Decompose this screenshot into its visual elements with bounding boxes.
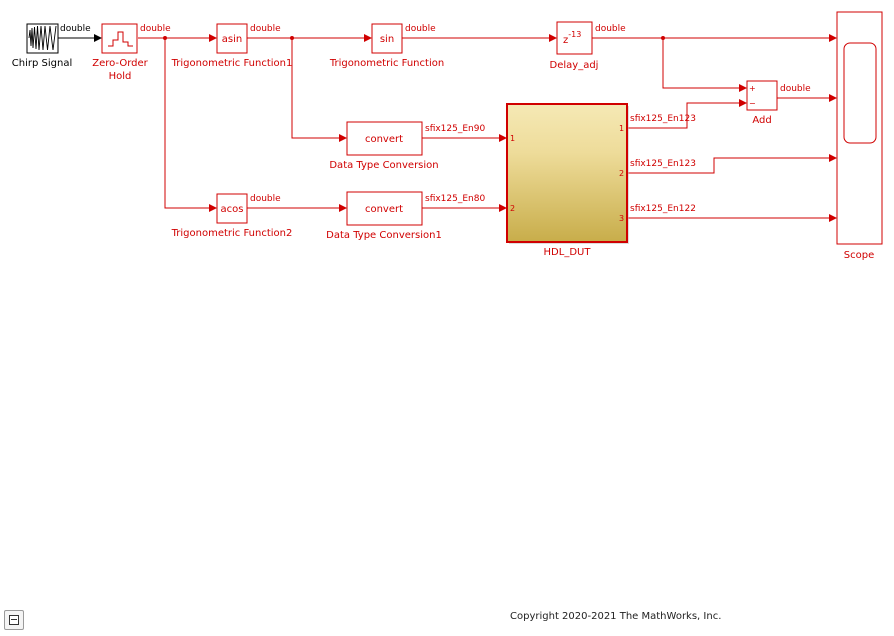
line-dut2-to-scope[interactable] bbox=[627, 157, 831, 174]
arrow-dut-in2 bbox=[499, 204, 507, 212]
data-type-conversion-label: Data Type Conversion bbox=[329, 160, 438, 171]
signal-label-asin: double bbox=[250, 24, 281, 34]
delay-adj-label: Delay_adj bbox=[550, 60, 599, 71]
arrow-add-in1 bbox=[739, 84, 747, 92]
dut-out-port-2: 2 bbox=[619, 169, 624, 178]
branch-point-asin bbox=[290, 36, 294, 40]
signal-label-delay: double bbox=[595, 24, 626, 34]
line-zoh-to-acos[interactable] bbox=[164, 38, 211, 209]
arrow-sin-in bbox=[364, 34, 372, 42]
zero-order-hold-label-line2: Hold bbox=[109, 71, 132, 82]
arrow-delay-in bbox=[549, 34, 557, 42]
delay-operator: z-13 bbox=[563, 30, 581, 46]
signal-label-zoh: double bbox=[140, 24, 171, 34]
arrow-scope-in1 bbox=[829, 34, 837, 42]
trig-function2-block[interactable]: acos bbox=[216, 193, 248, 224]
data-type-conversion1-block[interactable]: convert bbox=[346, 191, 423, 226]
arrow-scope-in3 bbox=[829, 154, 837, 162]
signal-label-add: double bbox=[780, 84, 811, 94]
arrow-dtc1-in bbox=[339, 204, 347, 212]
data-type-conversion1-label: Data Type Conversion1 bbox=[326, 230, 442, 241]
chirp-signal-block[interactable] bbox=[26, 23, 59, 54]
add-sign-plus: + bbox=[749, 84, 756, 93]
signal-label-dut-out1: sfix125_En123 bbox=[630, 114, 696, 124]
copyright-text: Copyright 2020-2021 The MathWorks, Inc. bbox=[510, 611, 722, 622]
chirp-signal-label: Chirp Signal bbox=[12, 58, 72, 69]
arrow-scope-in2 bbox=[829, 94, 837, 102]
hdl-dut-subsystem[interactable]: 1 2 1 2 3 bbox=[506, 103, 629, 244]
trig-function2-operator: acos bbox=[221, 204, 244, 215]
data-type-conversion1-operator: convert bbox=[365, 204, 403, 215]
trig-function1-block[interactable]: asin bbox=[216, 23, 248, 54]
hdl-dut-label: HDL_DUT bbox=[544, 247, 592, 258]
add-block[interactable]: + − bbox=[746, 80, 778, 111]
dut-in-port-2: 2 bbox=[510, 204, 515, 213]
signal-label-dtc1: sfix125_En80 bbox=[425, 194, 485, 204]
line-asin-to-dtc[interactable] bbox=[291, 38, 341, 139]
signal-label-chirp: double bbox=[60, 24, 91, 34]
data-type-conversion-operator: convert bbox=[365, 134, 403, 145]
data-type-conversion-block[interactable]: convert bbox=[346, 121, 423, 156]
signal-label-acos: double bbox=[250, 194, 281, 204]
scope-label: Scope bbox=[844, 250, 874, 261]
trig-function-block[interactable]: sin bbox=[371, 23, 403, 54]
arrow-dtc-in bbox=[339, 134, 347, 142]
add-label: Add bbox=[752, 115, 771, 126]
branch-point-delay bbox=[661, 36, 665, 40]
arrow-dut-in1 bbox=[499, 134, 507, 142]
collapse-toggle-button[interactable] bbox=[4, 610, 24, 630]
staircase-icon bbox=[108, 31, 133, 47]
signal-label-dut-out2: sfix125_En123 bbox=[630, 159, 696, 169]
signal-label-sin: double bbox=[405, 24, 436, 34]
signal-label-dtc: sfix125_En90 bbox=[425, 124, 485, 134]
zero-order-hold-block[interactable] bbox=[101, 23, 138, 54]
zero-order-hold-label-line1: Zero-Order bbox=[92, 58, 148, 69]
signal-label-dut-out3: sfix125_En122 bbox=[630, 204, 696, 214]
arrow-add-in2 bbox=[739, 99, 747, 107]
trig-function1-label: Trigonometric Function1 bbox=[171, 58, 293, 69]
trig-function1-operator: asin bbox=[222, 34, 242, 45]
chirp-waveform-icon bbox=[28, 25, 57, 51]
dut-in-port-1: 1 bbox=[510, 134, 515, 143]
scope-screen-icon bbox=[843, 42, 877, 144]
delay-adj-block[interactable]: z-13 bbox=[556, 21, 593, 55]
line-delay-to-add[interactable] bbox=[662, 38, 741, 89]
arrow-acos-in bbox=[209, 204, 217, 212]
branch-point-zoh bbox=[163, 36, 167, 40]
arrow-asin-in bbox=[209, 34, 217, 42]
add-sign-minus: − bbox=[749, 99, 756, 108]
trig-function-label: Trigonometric Function bbox=[329, 58, 444, 69]
dut-out-port-1: 1 bbox=[619, 124, 624, 133]
trig-function2-label: Trigonometric Function2 bbox=[171, 228, 293, 239]
line-dut1-to-add[interactable] bbox=[627, 102, 741, 129]
arrow-scope-in4 bbox=[829, 214, 837, 222]
minus-square-icon bbox=[9, 615, 19, 625]
arrow-zoh-in bbox=[94, 34, 102, 42]
trig-function-operator: sin bbox=[380, 34, 394, 45]
dut-out-port-3: 3 bbox=[619, 214, 624, 223]
scope-block[interactable] bbox=[836, 11, 883, 245]
